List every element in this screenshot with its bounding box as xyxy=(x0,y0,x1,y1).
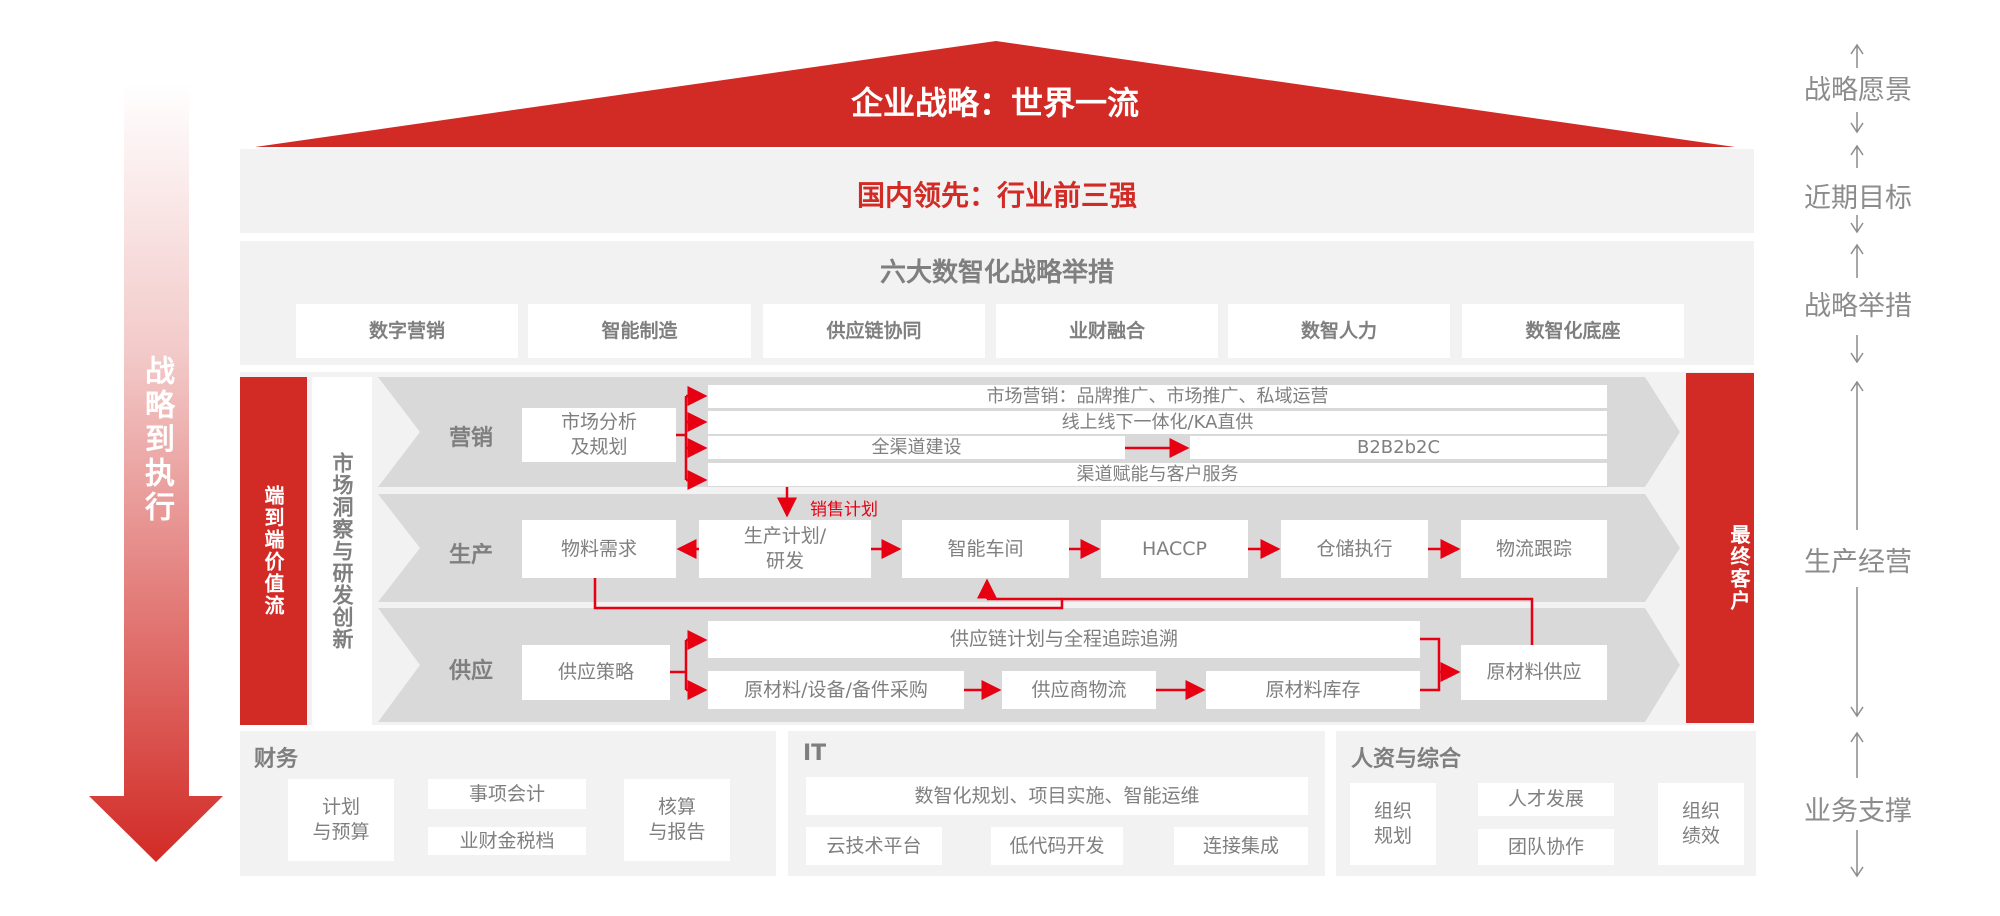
right-label-near-goal: 近期目标 xyxy=(1804,183,1912,214)
strategy-to-execution-label: 战略到执行 xyxy=(139,355,174,525)
measure-item: 智能制造 xyxy=(528,304,751,358)
production-step: 物料需求 xyxy=(522,520,676,578)
hr-title: 人资与综合 xyxy=(1351,747,1462,772)
finance-item-tax: 业财金税档 xyxy=(428,827,586,855)
production-step: 智能车间 xyxy=(902,520,1069,578)
production-step: 仓储执行 xyxy=(1281,520,1428,578)
finance-title: 财务 xyxy=(254,747,299,772)
it-step: 云技术平台 xyxy=(806,827,942,865)
roof xyxy=(255,41,1735,147)
enterprise-strategy-title: 企业战略：世界一流 xyxy=(850,84,1139,122)
finance-plan-budget: 计划 与预算 xyxy=(288,779,394,861)
near-goal-title: 国内领先：行业前三强 xyxy=(856,179,1137,212)
row-label-supply: 供应 xyxy=(449,659,494,684)
measure-item: 数智人力 xyxy=(1228,304,1450,358)
it-step: 低代码开发 xyxy=(991,827,1123,865)
market-analysis-box: 市场分析 及规划 xyxy=(522,408,676,462)
measure-item: 数智化底座 xyxy=(1462,304,1684,358)
measures-title: 六大数智化战略举措 xyxy=(879,258,1114,288)
measure-item: 供应链协同 xyxy=(763,304,985,358)
it-step: 连接集成 xyxy=(1174,827,1308,865)
near-goal-band xyxy=(240,149,1754,233)
raw-material-supply-box: 原材料供应 xyxy=(1461,645,1607,700)
marketing-bar: B2B2b2C xyxy=(1190,436,1607,459)
production-step: 生产计划/ 研发 xyxy=(699,520,871,578)
end-to-end-value-stream: 端到端价值流 xyxy=(240,377,307,725)
hr-team: 团队协作 xyxy=(1478,829,1614,865)
measure-item: 业财融合 xyxy=(996,304,1218,358)
marketing-bar: 市场营销：品牌推广、市场推广、私域运营 xyxy=(708,385,1607,408)
marketing-bar: 线上线下一体化/KA直供 xyxy=(708,411,1607,434)
finance-item-accounting: 事项会计 xyxy=(428,779,586,809)
finance-report: 核算 与报告 xyxy=(624,779,730,861)
marketing-bar: 渠道赋能与客户服务 xyxy=(708,463,1607,486)
row-label-marketing: 营销 xyxy=(449,426,494,451)
hr-org-plan: 组织 规划 xyxy=(1350,783,1436,865)
hr-performance: 组织 绩效 xyxy=(1658,783,1744,865)
right-label-operations: 生产经营 xyxy=(1804,547,1912,578)
sales-plan-label: 销售计划 xyxy=(810,500,878,520)
supply-step: 原材料/设备/备件采购 xyxy=(708,671,964,709)
row-label-production: 生产 xyxy=(449,543,494,568)
it-top-bar: 数智化规划、项目实施、智能运维 xyxy=(806,777,1308,815)
supply-step: 原材料库存 xyxy=(1206,671,1420,709)
right-label-support: 业务支撑 xyxy=(1804,796,1912,827)
hr-talent: 人才发展 xyxy=(1478,783,1614,816)
supply-strategy-box: 供应策略 xyxy=(522,645,670,700)
marketing-bar: 全渠道建设 xyxy=(708,436,1125,459)
right-label-measures: 战略举措 xyxy=(1804,291,1912,322)
production-step: 物流跟踪 xyxy=(1461,520,1607,578)
right-axis-arrows xyxy=(1850,43,1864,878)
production-step: HACCP xyxy=(1101,520,1248,578)
final-customer: 最终客户 xyxy=(1686,373,1754,723)
it-title: IT xyxy=(803,741,827,766)
market-insight-rd: 市场洞察与研发创新 xyxy=(312,377,372,725)
supply-step: 供应商物流 xyxy=(1002,671,1156,709)
right-label-vision: 战略愿景 xyxy=(1804,75,1912,106)
measure-item: 数字营销 xyxy=(296,304,518,358)
supply-plan-bar: 供应链计划与全程追踪追溯 xyxy=(708,621,1420,658)
